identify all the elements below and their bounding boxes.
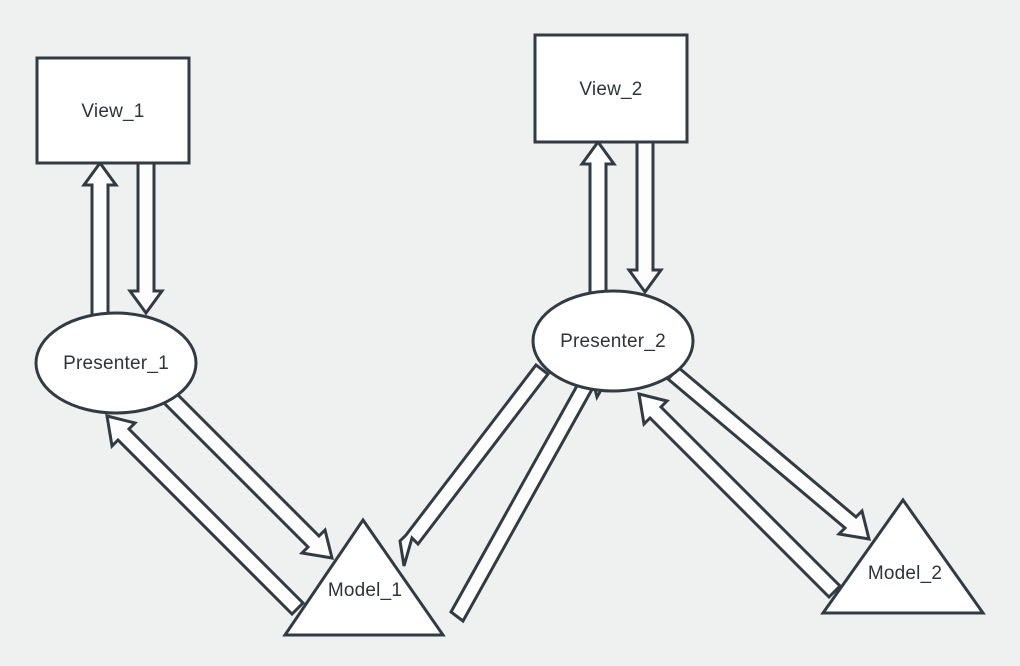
- node-view-1[interactable]: View_1: [35, 56, 191, 165]
- node-model-2[interactable]: Model_2: [820, 497, 986, 615]
- presenter-2-shape: [531, 289, 695, 393]
- model-1-label: Model_1: [328, 580, 402, 601]
- node-presenter-2[interactable]: Presenter_2: [531, 289, 695, 393]
- node-view-2[interactable]: View_2: [533, 33, 689, 144]
- view-1-shape: [35, 56, 191, 165]
- view-1-label: View_1: [81, 101, 144, 122]
- view-2-shape: [533, 33, 689, 144]
- edge-view-1-to-presenter-1[interactable]: [127, 161, 165, 316]
- presenter-1-label: Presenter_1: [63, 353, 169, 374]
- view-2-label: View_2: [579, 79, 642, 100]
- edge-model-1-to-presenter-1[interactable]: [105, 413, 306, 617]
- edge-presenter-2-to-view-2[interactable]: [579, 139, 617, 296]
- model-2-label: Model_2: [868, 563, 942, 584]
- model-1-shape: [282, 517, 446, 637]
- edge-view-2-to-presenter-2[interactable]: [626, 140, 664, 295]
- node-presenter-1[interactable]: Presenter_1: [34, 311, 198, 415]
- edge-presenter-1-to-view-1[interactable]: [81, 160, 119, 317]
- model-2-shape: [820, 497, 986, 615]
- presenter-1-shape: [34, 311, 198, 415]
- presenter-2-label: Presenter_2: [560, 331, 666, 352]
- edge-presenter-1-to-model-1[interactable]: [159, 387, 335, 560]
- edge-presenter-2-to-model-1[interactable]: [398, 362, 551, 567]
- node-model-1[interactable]: Model_1: [282, 517, 446, 637]
- edge-model-2-to-presenter-2[interactable]: [637, 391, 843, 600]
- edge-model-1-to-presenter-2[interactable]: [449, 366, 603, 624]
